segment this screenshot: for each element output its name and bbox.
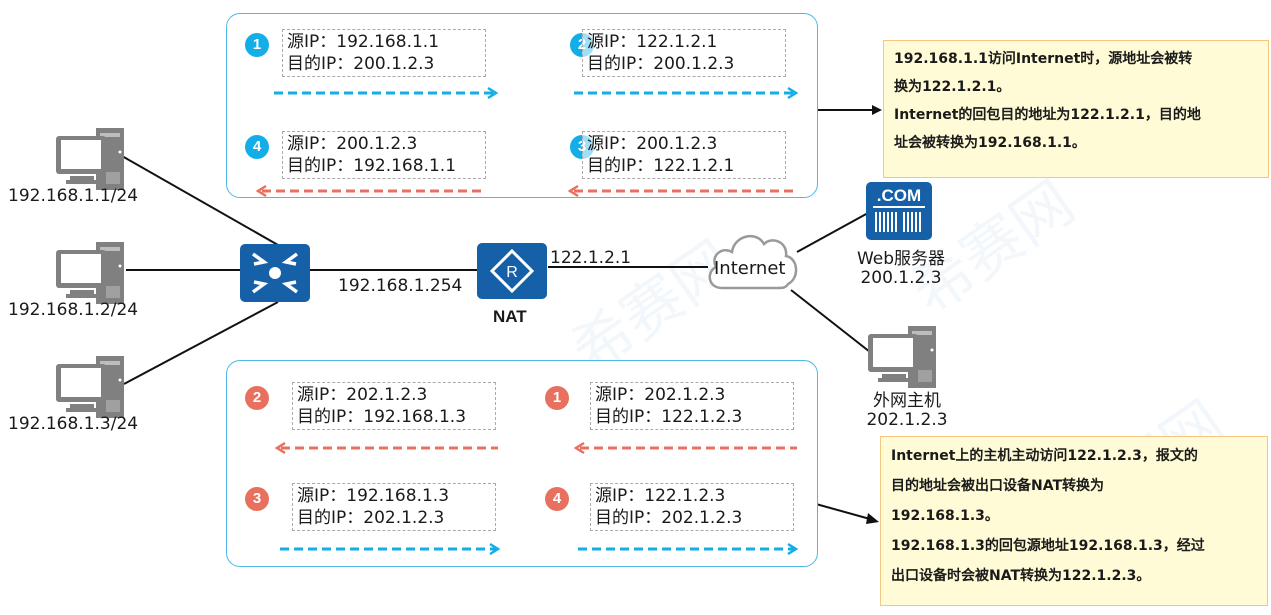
nat-label: NAT <box>493 307 527 326</box>
arrow-right-icon <box>280 542 501 556</box>
arrow-right-icon <box>578 542 799 556</box>
note-inbound: Internet上的主机主动访问122.1.2.3，报文的 目的地址会被出口设备… <box>880 436 1268 606</box>
internet-label: Internet <box>714 258 786 279</box>
host-ip-label: 192.168.1.2/24 <box>8 300 139 320</box>
packet-header: 源IP：122.1.2.1 目的IP：200.1.2.3 <box>582 29 786 77</box>
step-badge: 4 <box>245 135 269 159</box>
note-line: 目的地址会被出口设备NAT转换为 <box>891 478 1105 494</box>
cloud-icon <box>708 234 798 290</box>
server-icon-text: .COM <box>877 186 921 205</box>
arrow-left-icon <box>255 184 482 198</box>
step-badge: 2 <box>245 386 269 410</box>
note-line: Internet上的主机主动访问122.1.2.3，报文的 <box>891 448 1198 464</box>
destination-ip: 目的IP：200.1.2.3 <box>587 54 735 74</box>
destination-ip: 目的IP：192.168.1.1 <box>287 156 457 176</box>
pc-icon <box>56 128 124 190</box>
packet-header: 源IP：202.1.2.3 目的IP：122.1.2.3 <box>590 382 794 430</box>
arrow-left-icon <box>573 441 797 455</box>
source-ip: 源IP：122.1.2.1 <box>587 32 718 52</box>
pc-icon <box>56 242 124 304</box>
pc-icon <box>868 326 936 388</box>
source-ip: 源IP：200.1.2.3 <box>587 134 718 154</box>
router-letter: R <box>506 264 518 281</box>
router-icon: R <box>477 243 547 299</box>
source-ip: 源IP：202.1.2.3 <box>297 385 428 405</box>
arrow-left-icon <box>274 441 498 455</box>
note-line: 址会被转换为192.168.1.1。 <box>894 135 1086 151</box>
note-line: 192.168.1.3的回包源地址192.168.1.3，经过 <box>891 538 1205 554</box>
source-ip: 源IP：192.168.1.1 <box>287 32 440 52</box>
packet-header: 源IP：202.1.2.3 目的IP：192.168.1.3 <box>292 382 496 430</box>
note-line: 出口设备时会被NAT转换为122.1.2.3。 <box>891 568 1151 584</box>
note-outbound: 192.168.1.1访问Internet时，源地址会被转 换为122.1.2.… <box>883 40 1269 178</box>
pc-icon <box>56 356 124 418</box>
nat-outside-ip: 122.1.2.1 <box>550 248 632 268</box>
link-pc1-switch <box>121 155 279 246</box>
source-ip: 源IP：202.1.2.3 <box>595 385 726 405</box>
link-internet-web <box>796 212 869 253</box>
external-host-ip: 202.1.2.3 <box>866 410 948 430</box>
destination-ip: 目的IP：202.1.2.3 <box>297 508 445 528</box>
note-line: 192.168.1.3。 <box>891 508 999 524</box>
destination-ip: 目的IP：202.1.2.3 <box>595 508 743 528</box>
step-badge: 1 <box>545 386 569 410</box>
note-line: 192.168.1.1访问Internet时，源地址会被转 <box>894 51 1193 67</box>
host-ip-label: 192.168.1.3/24 <box>8 414 139 434</box>
web-server-icon: .COM <box>866 182 932 240</box>
packet-header: 源IP：200.1.2.3 目的IP：122.1.2.1 <box>582 131 786 179</box>
web-server-name: Web服务器 <box>856 249 946 269</box>
destination-ip: 目的IP：122.1.2.1 <box>587 156 735 176</box>
destination-ip: 目的IP：200.1.2.3 <box>287 54 435 74</box>
note-top-arrowhead <box>872 105 882 115</box>
packet-header: 源IP：122.1.2.3 目的IP：202.1.2.3 <box>590 483 794 531</box>
external-host-name: 外网主机 <box>873 391 941 411</box>
destination-ip: 目的IP：122.1.2.3 <box>595 407 743 427</box>
step-badge: 3 <box>245 487 269 511</box>
host-ip-label: 192.168.1.1/24 <box>8 186 139 206</box>
note-line: Internet的回包目的地址为122.1.2.1，目的地 <box>894 107 1201 123</box>
switch-icon <box>240 244 310 302</box>
web-server-ip: 200.1.2.3 <box>860 268 942 288</box>
arrow-left-icon <box>567 184 794 198</box>
source-ip: 源IP：122.1.2.3 <box>595 486 726 506</box>
destination-ip: 目的IP：192.168.1.3 <box>297 407 467 427</box>
source-ip: 源IP：192.168.1.3 <box>297 486 450 506</box>
packet-header: 源IP：200.1.2.3 目的IP：192.168.1.1 <box>282 131 486 179</box>
packet-header: 源IP：192.168.1.3 目的IP：202.1.2.3 <box>292 483 496 531</box>
link-internet-external <box>790 289 871 353</box>
packet-header: 源IP：192.168.1.1 目的IP：200.1.2.3 <box>282 29 486 77</box>
arrow-right-icon <box>274 86 499 100</box>
note-bottom-arrow <box>815 503 871 520</box>
source-ip: 源IP：200.1.2.3 <box>287 134 418 154</box>
step-badge: 1 <box>245 33 269 57</box>
note-line: 换为122.1.2.1。 <box>894 79 1011 95</box>
note-bottom-arrowhead <box>866 513 879 524</box>
arrow-right-icon <box>574 86 799 100</box>
nat-inside-ip: 192.168.1.254 <box>338 276 463 296</box>
link-pc3-switch <box>123 301 279 385</box>
step-badge: 4 <box>545 487 569 511</box>
